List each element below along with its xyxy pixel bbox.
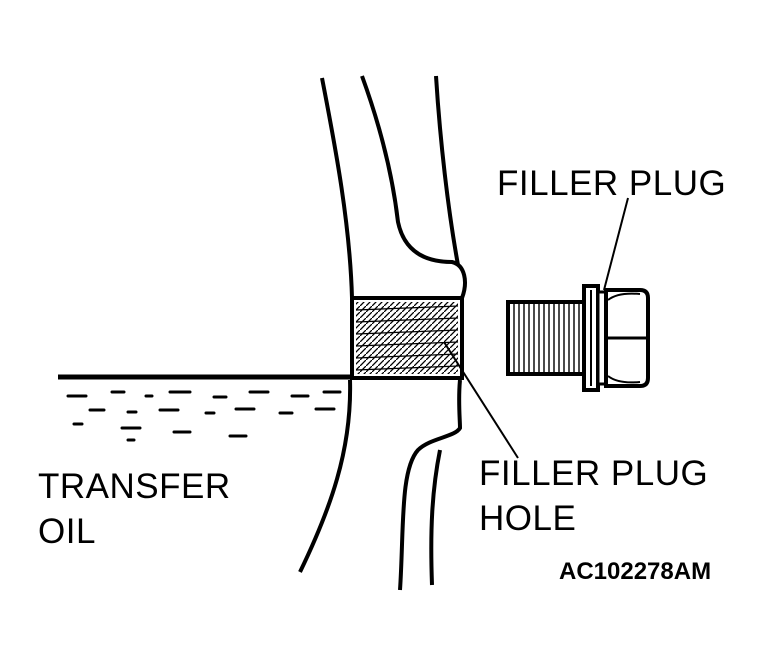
- filler-plug-hole: [350, 296, 464, 380]
- leader-filler-plug-hole: [443, 341, 519, 459]
- filler-plug: [506, 284, 650, 392]
- oil-surface-texture: [66, 390, 342, 442]
- filler-plug-hole-label-line2: HOLE: [479, 499, 577, 538]
- case-wall-inner-edge: [429, 75, 460, 586]
- transfer-oil-label-line2: OIL: [38, 512, 96, 551]
- figure-code: AC102278AM: [559, 558, 712, 585]
- transfer-oil-label-line1: TRANSFER: [38, 467, 231, 506]
- case-rib-line: [360, 75, 467, 591]
- filler-plug-label: FILLER PLUG: [497, 164, 727, 203]
- filler-plug-hole-label-line1: FILLER PLUG: [479, 454, 709, 493]
- case-wall-outer-edge: [298, 77, 354, 573]
- leader-filler-plug: [603, 197, 629, 291]
